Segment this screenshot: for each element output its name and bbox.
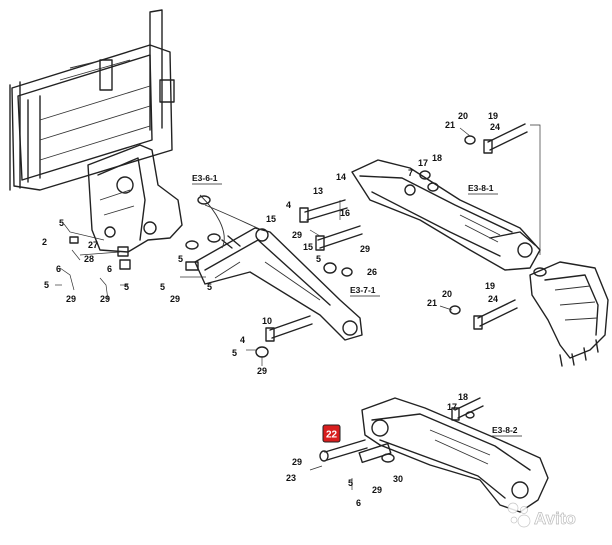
pin-set-middle	[246, 315, 313, 366]
ref-e3-7-1: E3-7-1	[350, 285, 376, 295]
label-16: 16	[340, 208, 350, 218]
label-5-d: 5	[316, 254, 321, 264]
label-29-c: 29	[292, 230, 302, 240]
bucket	[529, 261, 609, 367]
label-5-h: 5	[232, 348, 237, 358]
label-28: 28	[84, 254, 94, 264]
label-19-a: 19	[488, 111, 498, 121]
watermark-text: Avito	[534, 509, 576, 528]
label-19-b: 19	[485, 281, 495, 291]
label-18-b: 18	[458, 392, 468, 402]
pin-set-top-right	[419, 123, 541, 255]
label-27: 27	[88, 240, 98, 250]
watermark: Avito	[507, 502, 576, 528]
label-26: 26	[367, 267, 377, 277]
label-10: 10	[262, 316, 272, 326]
highlighted-part-label: 22	[326, 430, 338, 441]
label-6-b: 6	[107, 264, 112, 274]
label-29-a: 29	[66, 294, 76, 304]
label-15-b: 15	[303, 242, 313, 252]
label-29-d: 29	[360, 244, 370, 254]
bolt-set-left	[55, 223, 131, 301]
label-15-a: 15	[266, 214, 276, 224]
label-29-e: 29	[170, 294, 180, 304]
label-24-a: 24	[490, 122, 500, 132]
label-6-c: 6	[356, 498, 361, 508]
label-2: 2	[42, 237, 47, 247]
center-pins	[299, 199, 363, 277]
label-5-c: 5	[124, 282, 129, 292]
label-29-g: 29	[292, 457, 302, 467]
label-14: 14	[336, 172, 346, 182]
label-20-b: 20	[442, 289, 452, 299]
highlighted-pin	[309, 439, 395, 490]
label-21-a: 21	[445, 120, 455, 130]
highlight-badge: 22	[322, 424, 341, 443]
label-5-e: 5	[178, 254, 183, 264]
label-20-a: 20	[458, 111, 468, 121]
label-5-i: 5	[348, 478, 353, 488]
label-18-a: 18	[432, 153, 442, 163]
label-5-b: 5	[44, 280, 49, 290]
hydraulic-lines	[185, 194, 263, 250]
label-17-a: 17	[418, 158, 428, 168]
label-21-b: 21	[427, 298, 437, 308]
label-7-a: 7	[408, 168, 413, 178]
loader-frame	[9, 9, 175, 191]
label-6-a: 6	[56, 264, 61, 274]
label-5-g: 5	[207, 282, 212, 292]
ref-e3-8-1: E3-8-1	[468, 183, 494, 193]
part-number-labels: 5 2 27 28 6 6 5 5 29 29 4 13 14 15 29 16…	[42, 111, 500, 508]
reference-callouts: E3-6-1 E3-7-1 E3-8-1 E3-8-2	[192, 173, 522, 437]
label-4-a: 4	[286, 200, 291, 210]
label-13: 13	[313, 186, 323, 196]
label-30: 30	[393, 474, 403, 484]
label-29-h: 29	[372, 485, 382, 495]
label-23: 23	[286, 473, 296, 483]
label-17-b: 17	[447, 402, 457, 412]
label-29-b: 29	[100, 294, 110, 304]
boom-arm	[180, 227, 363, 341]
avito-dots-icon	[507, 502, 531, 528]
label-24-b: 24	[488, 294, 498, 304]
dipper-arm	[351, 159, 541, 271]
lower-arm-assembly	[361, 397, 549, 513]
mount-bracket	[87, 144, 183, 253]
label-4-b: 4	[240, 335, 245, 345]
label-5-f: 5	[160, 282, 165, 292]
ref-e3-8-2: E3-8-2	[492, 425, 518, 435]
pin-set-bottom-right	[439, 299, 518, 330]
label-29-f: 29	[257, 366, 267, 376]
label-5-a: 5	[59, 218, 64, 228]
ref-e3-6-1: E3-6-1	[192, 173, 218, 183]
